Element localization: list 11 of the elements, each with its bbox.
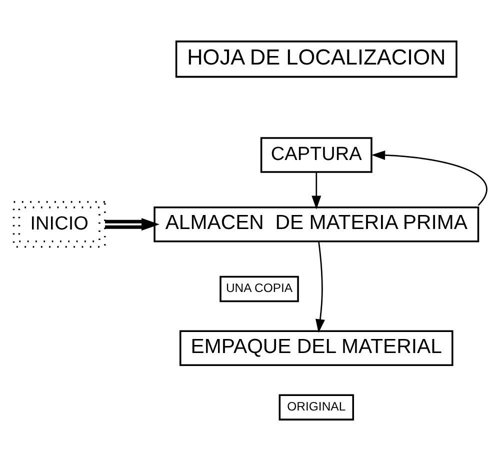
arrow bbox=[105, 218, 160, 231]
node-box: EMPAQUE DEL MATERIAL bbox=[180, 330, 454, 366]
node-box: ALMACEN DE MATERIA PRIMA bbox=[154, 206, 480, 242]
arrow bbox=[312, 172, 322, 210]
arrow bbox=[371, 150, 488, 206]
arrow bbox=[316, 242, 325, 333]
node-box: UNA COPIA bbox=[220, 276, 299, 302]
node-box: ORIGINAL bbox=[278, 394, 354, 420]
node-box: CAPTURA bbox=[260, 137, 372, 173]
node-box: INICIO bbox=[12, 201, 106, 248]
node-box: HOJA DE LOCALIZACION bbox=[175, 40, 458, 78]
